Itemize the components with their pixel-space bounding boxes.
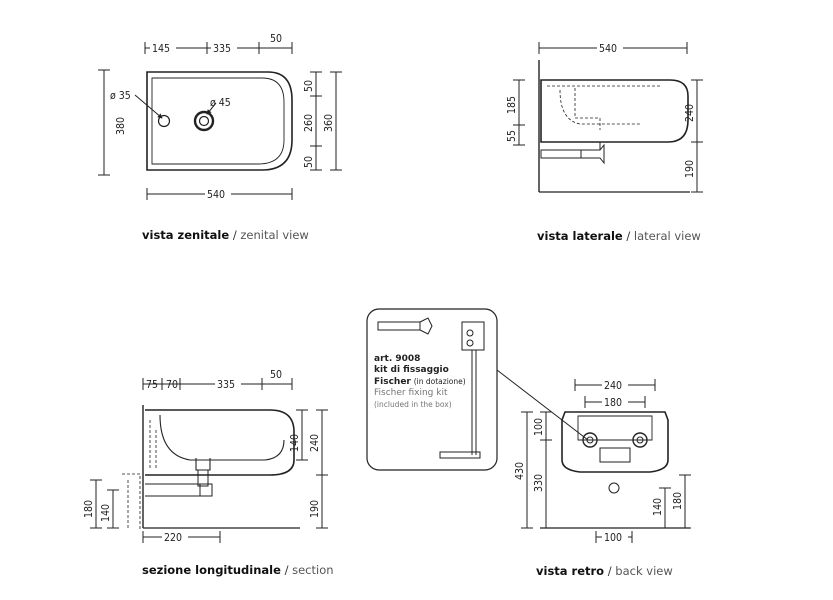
- caption-back-en: back view: [615, 564, 673, 578]
- dim-190-lateral: 190: [684, 160, 696, 178]
- dim-50-section: 50: [270, 369, 282, 381]
- dim-330: 330: [533, 474, 545, 492]
- dim-70: 70: [166, 379, 178, 391]
- kit-line-1: kit di fissaggio: [374, 365, 449, 375]
- dim-50-right-bottom: 50: [303, 156, 315, 168]
- caption-back-it: vista retro: [536, 564, 605, 578]
- dim-540-bottom: 540: [207, 189, 225, 201]
- dim-220: 220: [164, 532, 182, 544]
- caption-lateral-en: lateral view: [633, 229, 701, 243]
- caption-sep: /: [232, 228, 237, 242]
- dim-185: 185: [506, 96, 518, 114]
- dim-240-back: 240: [604, 380, 622, 392]
- caption-sep: /: [607, 564, 612, 578]
- dim-50-top: 50: [270, 33, 282, 45]
- dim-dia-45: ø 45: [210, 97, 231, 109]
- fixing-kit-drawing: [366, 308, 589, 471]
- dim-100-back-top: 100: [533, 418, 545, 436]
- dim-540-lateral: 540: [599, 43, 617, 55]
- dim-180-back-right: 180: [672, 492, 684, 510]
- dim-380: 380: [115, 117, 127, 135]
- dim-430: 430: [514, 462, 526, 480]
- lateral-view-drawing: [513, 42, 703, 193]
- dim-55: 55: [506, 130, 518, 142]
- dim-100-back-bottom: 100: [604, 532, 622, 544]
- dim-360: 360: [323, 114, 335, 132]
- back-dimensions: 240 180 100 430 330 140 180 100: [514, 379, 684, 544]
- caption-back: vista retro / back view: [536, 564, 673, 578]
- dim-145: 145: [152, 43, 170, 55]
- kit-en-1: Fischer fixing kit: [374, 388, 448, 398]
- lateral-dimensions: 540 185 55 240 190: [506, 42, 696, 178]
- dim-190-section: 190: [309, 500, 321, 518]
- dim-180-section: 180: [83, 500, 95, 518]
- kit-line-2: Fischer (in dotazione): [374, 376, 466, 388]
- caption-zenital: vista zenitale / zenital view: [142, 228, 309, 242]
- caption-lateral: vista laterale / lateral view: [537, 229, 701, 243]
- caption-section-it: sezione longitudinale: [142, 563, 281, 577]
- dim-240-section: 240: [309, 434, 321, 452]
- section-view-drawing: [90, 378, 328, 543]
- dim-180-back: 180: [604, 397, 622, 409]
- dim-75: 75: [146, 379, 158, 391]
- dim-260: 260: [303, 114, 315, 132]
- dim-140-section-left: 140: [100, 504, 112, 522]
- kit-en-2: (included in the box): [374, 400, 452, 409]
- zenital-dimensions: 145 335 50 380 ø 35 ø 45 50 260 360 50 5…: [110, 33, 335, 201]
- back-view-drawing: [521, 379, 691, 543]
- caption-zenital-en: zenital view: [240, 228, 309, 242]
- caption-zenital-it: vista zenitale: [142, 228, 230, 242]
- dim-dia-35: ø 35: [110, 90, 131, 102]
- dim-335-section: 335: [217, 379, 235, 391]
- dim-50-right-top: 50: [303, 80, 315, 92]
- caption-sep: /: [626, 229, 631, 243]
- dim-335: 335: [213, 43, 231, 55]
- dim-240-lateral: 240: [684, 104, 696, 122]
- caption-section: sezione longitudinale / section: [142, 563, 334, 577]
- kit-in-dotazione: (in dotazione): [413, 377, 466, 386]
- kit-art-number: art. 9008: [374, 354, 421, 364]
- dim-140-back: 140: [652, 498, 664, 516]
- fixing-kit-label: art. 9008 kit di fissaggio Fischer (in d…: [374, 354, 466, 410]
- caption-lateral-it: vista laterale: [537, 229, 623, 243]
- kit-fischer: Fischer: [374, 377, 411, 387]
- section-dimensions: 75 70 335 50 140 240 180 140 190 220: [83, 369, 321, 544]
- dim-140-section: 140: [289, 434, 301, 452]
- caption-section-en: section: [292, 563, 334, 577]
- caption-sep: /: [284, 563, 289, 577]
